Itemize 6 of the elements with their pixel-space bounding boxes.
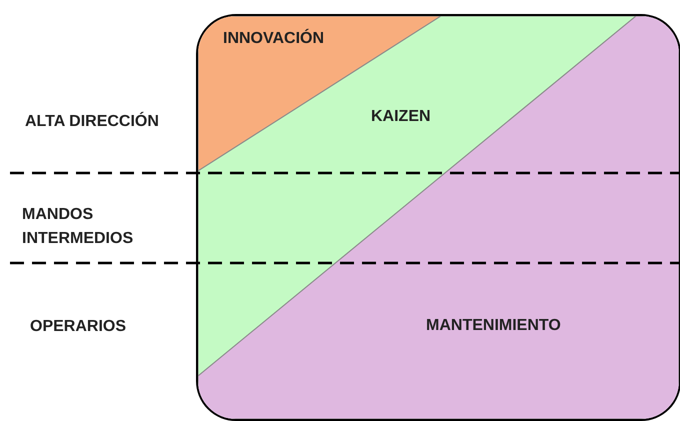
level-label: OPERARIOS: [30, 317, 128, 337]
region-label: KAIZEN: [371, 108, 431, 126]
region-label: MANTENIMIENTO: [426, 317, 561, 335]
level-label: MANDOS INTERMEDIOS: [22, 205, 134, 249]
level-label: ALTA DIRECCIÓN: [25, 110, 160, 132]
region-label: INNOVACIÓN: [223, 30, 324, 48]
